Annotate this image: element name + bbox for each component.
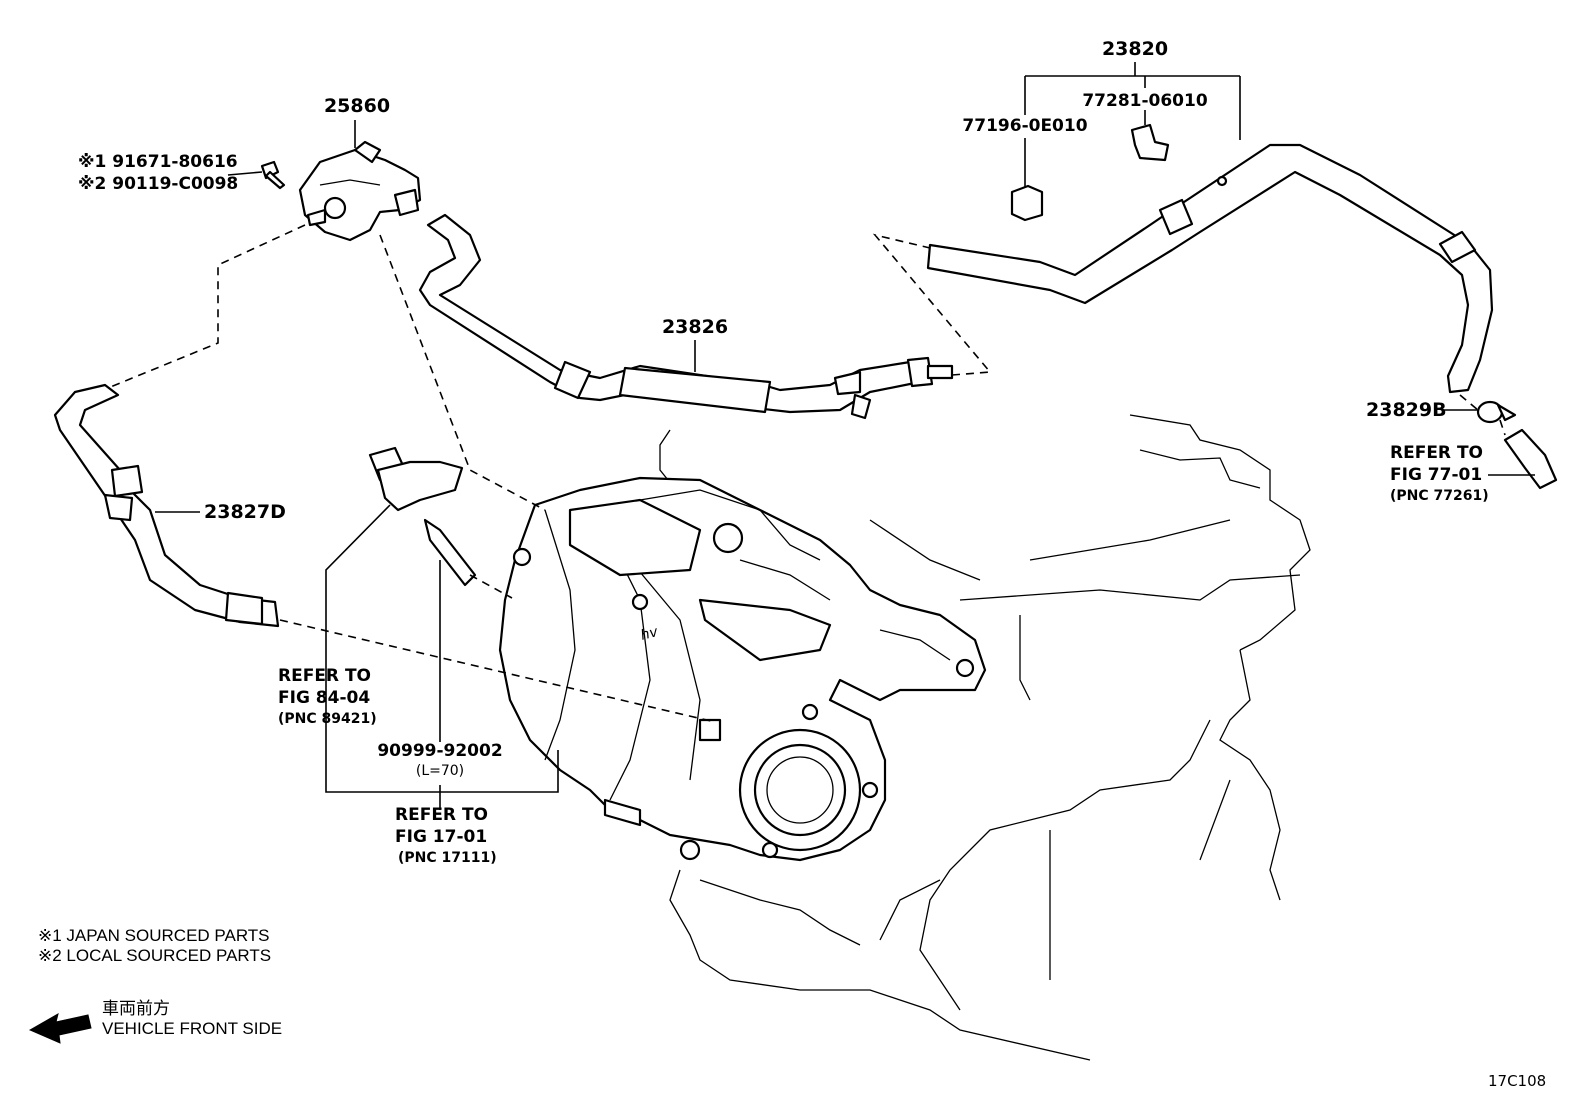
part-number-23827d: 23827D <box>204 501 286 523</box>
part-number-23820: 23820 <box>1102 38 1168 60</box>
vsv-25860 <box>298 140 422 242</box>
reference-fig: FIG 77-01 <box>1390 465 1482 485</box>
figure-id: 17C108 <box>1488 1072 1546 1090</box>
reference-pnc: (PNC 17111) <box>398 850 497 866</box>
reference-fig: FIG 17-01 <box>395 827 487 847</box>
front-label-jp: 車両前方 <box>102 999 170 1018</box>
bolt-91671 <box>260 160 286 190</box>
clamp-23829b <box>1476 400 1517 424</box>
part-number-23826: 23826 <box>662 316 728 338</box>
part-number-77196-0e010: 77196-0E010 <box>962 116 1087 136</box>
reference-fig-84-04: REFER TO FIG 84-04 (PNC 89421) <box>278 666 377 727</box>
reference-line: REFER TO <box>1390 443 1483 463</box>
reference-fig-77-01: REFER TO FIG 77-01 (PNC 77261) <box>1390 443 1489 504</box>
hose-end-77261 <box>1503 428 1558 490</box>
clip-77196 <box>1010 184 1044 222</box>
reference-fig-17-01: REFER TO FIG 17-01 (PNC 17111) <box>395 805 497 866</box>
part-number-91671-80616: ※1 91671-80616 <box>78 152 238 172</box>
note-local-sourced: ※2 LOCAL SOURCED PARTS <box>38 946 271 965</box>
reference-line: REFER TO <box>395 805 488 825</box>
reference-fig: FIG 84-04 <box>278 688 370 708</box>
vehicle-front-indicator: 車両前方 VEHICLE FRONT SIDE <box>28 999 282 1044</box>
part-number-77281-06010: 77281-06010 <box>1082 91 1208 111</box>
note-japan-sourced: ※1 JAPAN SOURCED PARTS <box>38 926 270 945</box>
hose-23827d <box>53 383 280 628</box>
intake-manifold <box>498 476 987 862</box>
part-number-90999-92002: 90999-92002 <box>377 741 502 761</box>
hose-23820 <box>926 143 1494 394</box>
leader-lines <box>155 62 1535 810</box>
front-label-en: VEHICLE FRONT SIDE <box>102 1019 282 1038</box>
dash-lines <box>107 224 1506 723</box>
part-number-23829b: 23829B <box>1366 399 1447 421</box>
sensor-bracket <box>368 446 477 587</box>
part-number-90119-c0098: ※2 90119-C0098 <box>78 174 238 194</box>
engine-outline <box>659 414 1311 1061</box>
reference-pnc: (PNC 77261) <box>1390 488 1489 504</box>
reference-pnc: (PNC 89421) <box>278 711 377 727</box>
engine-mark-text: hv <box>639 624 660 644</box>
front-arrow-icon <box>28 1012 92 1044</box>
hose-23826 <box>418 213 954 420</box>
part-length-label: (L=70) <box>416 763 464 779</box>
clip-77281 <box>1130 123 1170 162</box>
reference-line: REFER TO <box>278 666 371 686</box>
part-number-25860: 25860 <box>324 95 390 117</box>
